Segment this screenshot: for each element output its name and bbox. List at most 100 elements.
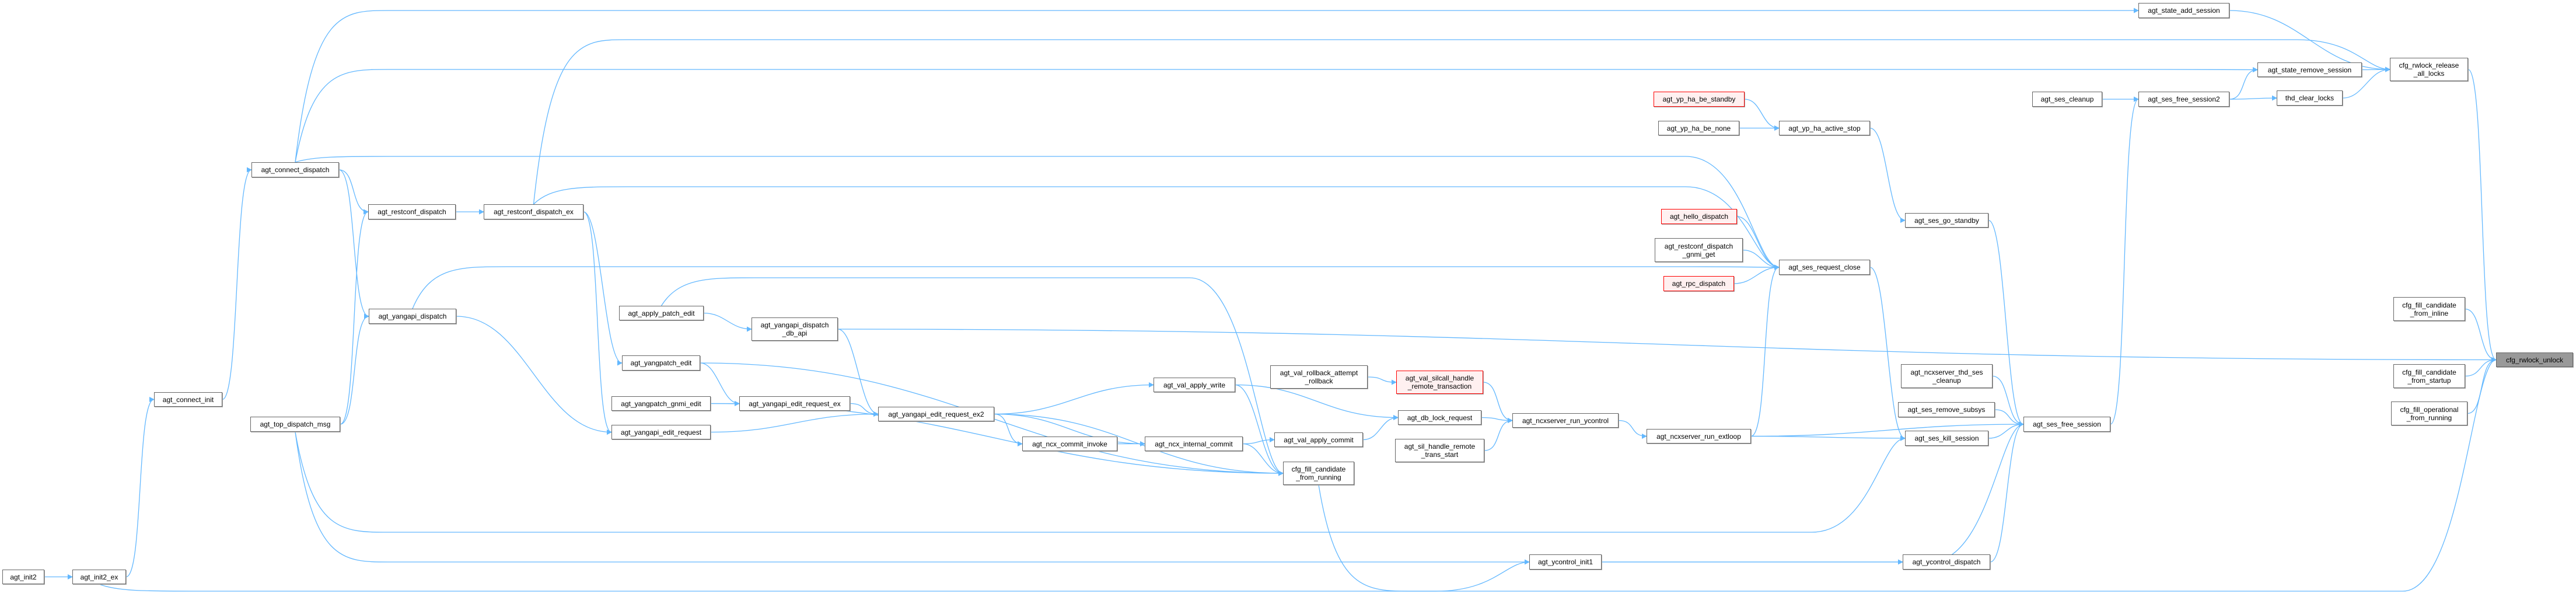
edge-agt-sil-handle-remote-trans-start-to-agt-ncxserver-run-ycontrol — [1484, 417, 1513, 451]
edge-agt-connect-dispatch-to-agt-state-add-session — [295, 8, 2139, 163]
edge-agt-state-add-session-to-cfg-rwlock-release-all-locks — [2229, 10, 2390, 72]
edge-agt-ncxserver-run-extloop-to-agt-ses-kill-session — [1750, 435, 1906, 441]
node-cfg-fill-candidate-from-running[interactable]: cfg_fill_candidate _from_running — [1283, 462, 1354, 485]
node-agt-sil-handle-remote-trans-start[interactable]: agt_sil_handle_remote _trans_start — [1395, 439, 1484, 462]
node-agt-ses-cleanup[interactable]: agt_ses_cleanup — [2032, 92, 2102, 107]
edge-agt-yp-ha-active-stop-to-agt-ses-go-standby — [1869, 127, 1906, 224]
node-agt-yp-ha-be-none[interactable]: agt_yp_ha_be_none — [1658, 121, 1739, 135]
edge-agt-top-dispatch-msg-to-agt-yangapi-dispatch — [340, 313, 369, 425]
edge-agt-ncxserver-run-extloop-to-agt-ses-free-session — [1750, 421, 2024, 437]
node-agt-val-silcall-handle-remote-transaction[interactable]: agt_val_silcall_handle _remote_transacti… — [1396, 371, 1483, 394]
edge-agt-top-dispatch-msg-to-agt-ses-kill-session — [295, 431, 1906, 533]
edge-agt-init2-ex-to-agt-connect-init — [125, 397, 155, 578]
node-agt-ses-free-session[interactable]: agt_ses_free_session — [2023, 417, 2110, 432]
edge-agt-connect-init-to-agt-connect-dispatch — [222, 167, 252, 400]
edge-agt-yangapi-dispatch-to-agt-ses-request-close — [412, 264, 1780, 309]
edge-agt-yangpatch-edit-to-agt-yangapi-edit-request-ex — [700, 362, 740, 407]
node-agt-apply-patch-edit[interactable]: agt_apply_patch_edit — [619, 306, 704, 320]
edge-agt-ses-go-standby-to-agt-ses-free-session — [1988, 219, 2024, 427]
edge-thd-clear-locks-to-cfg-rwlock-release-all-locks — [2342, 67, 2390, 99]
node-agt-ycontrol-init1[interactable]: agt_ycontrol_init1 — [1529, 554, 1602, 570]
node-agt-yangapi-edit-request-ex[interactable]: agt_yangapi_edit_request_ex — [739, 396, 850, 411]
edge-agt-ncxserver-run-ycontrol-to-agt-ncxserver-run-extloop — [1618, 420, 1647, 439]
edge-agt-yangapi-dispatch-db-api-to-cfg-rwlock-unlock — [837, 329, 2497, 363]
edge-cfg-fill-candidate-from-startup-to-cfg-rwlock-unlock — [2465, 357, 2497, 377]
edge-agt-ses-remove-subsys-to-agt-ses-free-session — [1994, 409, 2024, 427]
node-agt-ncxserver-run-extloop[interactable]: agt_ncxserver_run_extloop — [1647, 429, 1751, 444]
edge-agt-yangapi-dispatch-to-agt-yangapi-edit-request — [456, 316, 612, 435]
edge-agt-ycontrol-dispatch-to-agt-ses-free-session — [1990, 421, 2024, 563]
edge-agt-restconf-dispatch-ex-to-agt-yangapi-edit-request — [583, 211, 612, 435]
node-agt-ncxserver-run-ycontrol[interactable]: agt_ncxserver_run_ycontrol — [1512, 413, 1619, 428]
node-agt-ses-request-close[interactable]: agt_ses_request_close — [1779, 260, 1870, 275]
node-agt-restconf-dispatch-gnmi-get[interactable]: agt_restconf_dispatch _gnmi_get — [1655, 238, 1743, 262]
node-agt-yangpatch-edit[interactable]: agt_yangpatch_edit — [622, 355, 700, 371]
edge-agt-connect-dispatch-to-agt-state-remove-session — [295, 67, 2258, 163]
edge-agt-rpc-dispatch-to-agt-ses-request-close — [1733, 264, 1780, 284]
edge-cfg-fill-candidate-from-inline-to-cfg-rwlock-unlock — [2465, 308, 2497, 363]
edge-agt-val-apply-write-to-agt-db-lock-request — [1235, 384, 1399, 421]
node-cfg-rwlock-release-all-locks[interactable]: cfg_rwlock_release _all_locks — [2390, 58, 2468, 81]
edge-agt-yangapi-edit-request-ex2-to-agt-val-apply-write — [994, 382, 1154, 415]
node-agt-yangapi-dispatch[interactable]: agt_yangapi_dispatch — [369, 309, 456, 324]
node-agt-hello-dispatch[interactable]: agt_hello_dispatch — [1661, 209, 1737, 224]
node-cfg-rwlock-unlock[interactable]: cfg_rwlock_unlock — [2496, 352, 2573, 367]
node-agt-val-apply-write[interactable]: agt_val_apply_write — [1154, 378, 1235, 392]
node-agt-yangapi-edit-request[interactable]: agt_yangapi_edit_request — [611, 425, 711, 439]
node-agt-ncx-internal-commit[interactable]: agt_ncx_internal_commit — [1145, 437, 1243, 451]
node-thd-clear-locks[interactable]: thd_clear_locks — [2277, 90, 2343, 106]
edge-agt-connect-dispatch-to-agt-ses-request-close — [295, 156, 1780, 270]
edge-agt-val-apply-commit-to-agt-db-lock-request — [1362, 414, 1399, 441]
node-agt-init2-ex[interactable]: agt_init2_ex — [72, 570, 126, 584]
edge-agt-ncxserver-thd-ses-cleanup-to-agt-ses-free-session — [1992, 375, 2024, 427]
node-agt-yangapi-edit-request-ex2[interactable]: agt_yangapi_edit_request_ex2 — [878, 407, 994, 421]
node-agt-yp-ha-active-stop[interactable]: agt_yp_ha_active_stop — [1779, 121, 1870, 135]
edge-agt-ncx-internal-commit-to-agt-val-apply-commit — [1242, 437, 1275, 445]
edge-agt-apply-patch-edit-to-cfg-fill-candidate-from-running — [660, 277, 1284, 476]
node-agt-ncxserver-thd-ses-cleanup[interactable]: agt_ncxserver_thd_ses _cleanup — [1901, 364, 1993, 388]
edge-agt-restconf-dispatch-ex-to-agt-ses-request-close — [533, 186, 1780, 270]
node-agt-ses-remove-subsys[interactable]: agt_ses_remove_subsys — [1898, 402, 1995, 417]
node-cfg-fill-candidate-from-inline[interactable]: cfg_fill_candidate _from_inline — [2393, 297, 2465, 321]
node-agt-rpc-dispatch[interactable]: agt_rpc_dispatch — [1663, 276, 1734, 291]
edge-agt-ncxserver-run-extloop-to-agt-ses-request-close — [1750, 264, 1780, 437]
node-agt-top-dispatch-msg[interactable]: agt_top_dispatch_msg — [250, 417, 340, 432]
edge-cfg-fill-operational-from-running-to-cfg-rwlock-unlock — [2467, 357, 2497, 414]
node-agt-ncx-commit-invoke[interactable]: agt_ncx_commit_invoke — [1022, 437, 1117, 451]
edge-agt-yangapi-edit-request-to-agt-yangapi-edit-request-ex2 — [710, 411, 879, 433]
node-cfg-fill-candidate-from-startup[interactable]: cfg_fill_candidate _from_startup — [2393, 364, 2465, 388]
node-agt-ses-kill-session[interactable]: agt_ses_kill_session — [1905, 431, 1988, 446]
node-agt-restconf-dispatch[interactable]: agt_restconf_dispatch — [368, 204, 456, 219]
node-agt-state-remove-session[interactable]: agt_state_remove_session — [2257, 62, 2362, 77]
node-agt-restconf-dispatch-ex[interactable]: agt_restconf_dispatch_ex — [484, 204, 583, 219]
node-agt-ycontrol-dispatch[interactable]: agt_ycontrol_dispatch — [1903, 554, 1990, 570]
node-cfg-fill-operational-from-running[interactable]: cfg_fill_operational _from_running — [2391, 402, 2467, 425]
edge-agt-hello-dispatch-to-agt-ses-request-close — [1736, 216, 1780, 270]
node-agt-db-lock-request[interactable]: agt_db_lock_request — [1398, 410, 1481, 425]
node-agt-connect-dispatch[interactable]: agt_connect_dispatch — [251, 162, 339, 177]
edge-cfg-rwlock-release-all-locks-to-cfg-rwlock-unlock — [2467, 69, 2497, 362]
node-agt-init2[interactable]: agt_init2 — [2, 570, 44, 584]
node-agt-val-apply-commit[interactable]: agt_val_apply_commit — [1274, 432, 1363, 447]
edge-agt-ses-free-session2-to-thd-clear-locks — [2229, 95, 2277, 101]
edge-agt-connect-dispatch-to-agt-restconf-dispatch — [338, 169, 369, 215]
node-agt-ses-free-session2[interactable]: agt_ses_free_session2 — [2138, 92, 2229, 107]
edge-agt-ses-free-session-to-agt-ses-free-session2 — [2110, 96, 2139, 425]
node-agt-yangpatch-gnmi-edit[interactable]: agt_yangpatch_gnmi_edit — [611, 396, 711, 411]
node-agt-val-rollback-attempt-rollback[interactable]: agt_val_rollback_attempt _rollback — [1270, 365, 1368, 389]
node-agt-yp-ha-be-standby[interactable]: agt_yp_ha_be_standby — [1654, 92, 1745, 107]
edge-agt-apply-patch-edit-to-agt-yangapi-dispatch-db-api — [703, 312, 752, 332]
edge-agt-ncx-internal-commit-to-cfg-fill-candidate-from-running — [1242, 443, 1284, 476]
edge-agt-ses-free-session2-to-agt-state-remove-session — [2229, 67, 2258, 100]
edge-agt-val-apply-write-to-cfg-fill-candidate-from-running — [1235, 384, 1284, 476]
node-agt-state-add-session[interactable]: agt_state_add_session — [2138, 3, 2229, 18]
node-agt-yangapi-dispatch-db-api[interactable]: agt_yangapi_dispatch _db_api — [752, 317, 838, 341]
edge-agt-connect-dispatch-to-agt-yangapi-dispatch — [338, 169, 369, 319]
node-agt-connect-init[interactable]: agt_connect_init — [154, 392, 222, 407]
edge-agt-ses-request-close-to-agt-ses-kill-session — [1869, 267, 1906, 441]
edge-agt-yangapi-edit-request-ex2-to-agt-ncx-commit-invoke — [994, 413, 1023, 447]
edge-agt-restconf-dispatch-gnmi-get-to-agt-ses-request-close — [1742, 249, 1780, 270]
node-agt-ses-go-standby[interactable]: agt_ses_go_standby — [1905, 213, 1988, 228]
